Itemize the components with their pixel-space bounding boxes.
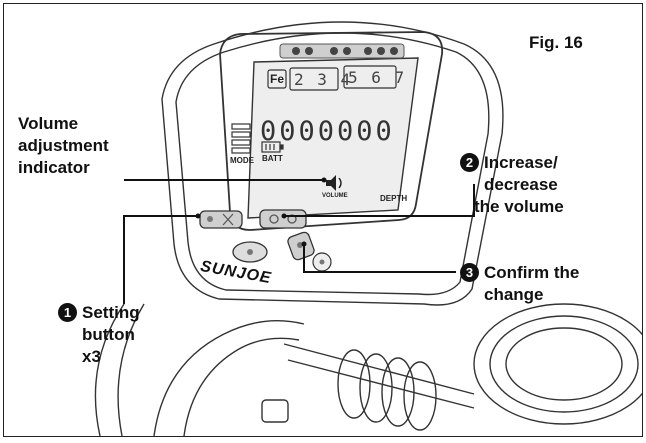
callout-number-1: 1 <box>58 303 77 322</box>
segment-digits-a: 2 3 4 <box>294 70 353 89</box>
callout-confirm-line1: Confirm the <box>484 263 580 282</box>
callout-increase-line1: Increase/ <box>484 153 558 172</box>
metal-detector-illustration <box>94 21 642 436</box>
leader-setting-button <box>123 215 198 304</box>
leader-confirm <box>303 244 456 273</box>
mode-label: MODE <box>230 156 254 165</box>
digit-readout: 0000000 <box>260 116 395 147</box>
battery-label: BATT <box>262 154 283 163</box>
callout-confirm-line2: change <box>484 285 544 304</box>
shaft <box>283 343 475 409</box>
callout-confirm-change: 3 Confirm the change <box>460 262 579 306</box>
leader-increase-decrease <box>284 184 475 217</box>
callout-volume-line2: adjustment <box>18 136 109 155</box>
mode-bars <box>231 123 251 154</box>
segment-digits-b: 5 6 7 <box>348 68 407 87</box>
callout-increase-decrease: 2 Increase/ decrease the volume <box>460 152 564 218</box>
fe-box <box>267 69 287 89</box>
callout-volume-line1: Volume <box>18 114 79 133</box>
callout-setting-line1: Setting <box>82 303 140 322</box>
search-coil <box>473 303 642 425</box>
fe-label: Fe <box>270 72 285 86</box>
callout-increase-line2: decrease <box>484 175 558 194</box>
confirm-button <box>287 231 315 261</box>
lcd-icon-strip <box>279 43 405 59</box>
callout-number-2: 2 <box>460 153 479 172</box>
control-box-housing <box>161 21 504 306</box>
segment-group-b <box>343 65 397 89</box>
speaker-icon <box>326 175 342 191</box>
display-bezel <box>219 31 444 231</box>
callout-setting-line2: button <box>82 325 135 344</box>
grip-outline-inner <box>183 337 300 436</box>
callout-volume-line3: indicator <box>18 158 90 177</box>
callout-increase-line3: the volume <box>474 197 564 216</box>
segment-group-a <box>289 67 339 91</box>
figure-label: Fig. 16 <box>529 33 583 52</box>
depth-label: DEPTH <box>380 194 408 203</box>
figure-frame: Fe 2 3 4 5 6 7 0000000 MODE BATT VOLUME … <box>3 3 643 437</box>
volume-label: VOLUME <box>322 193 348 199</box>
cable-curve-2 <box>117 303 145 436</box>
lcd-screen <box>247 57 419 219</box>
grip-outline <box>153 320 305 436</box>
small-round-button <box>312 252 332 272</box>
callout-setting-button: 1 Setting button x3 <box>58 302 140 368</box>
cable-curve <box>94 303 125 436</box>
callout-volume-indicator: Volume adjustment indicator <box>18 113 109 179</box>
control-box-inner-rim <box>175 32 490 296</box>
volume-buttons <box>259 209 307 229</box>
power-button <box>232 241 268 263</box>
callout-setting-line3: x3 <box>82 347 101 366</box>
callout-number-3: 3 <box>460 263 479 282</box>
battery-icon <box>261 141 284 153</box>
setting-button <box>199 210 243 229</box>
